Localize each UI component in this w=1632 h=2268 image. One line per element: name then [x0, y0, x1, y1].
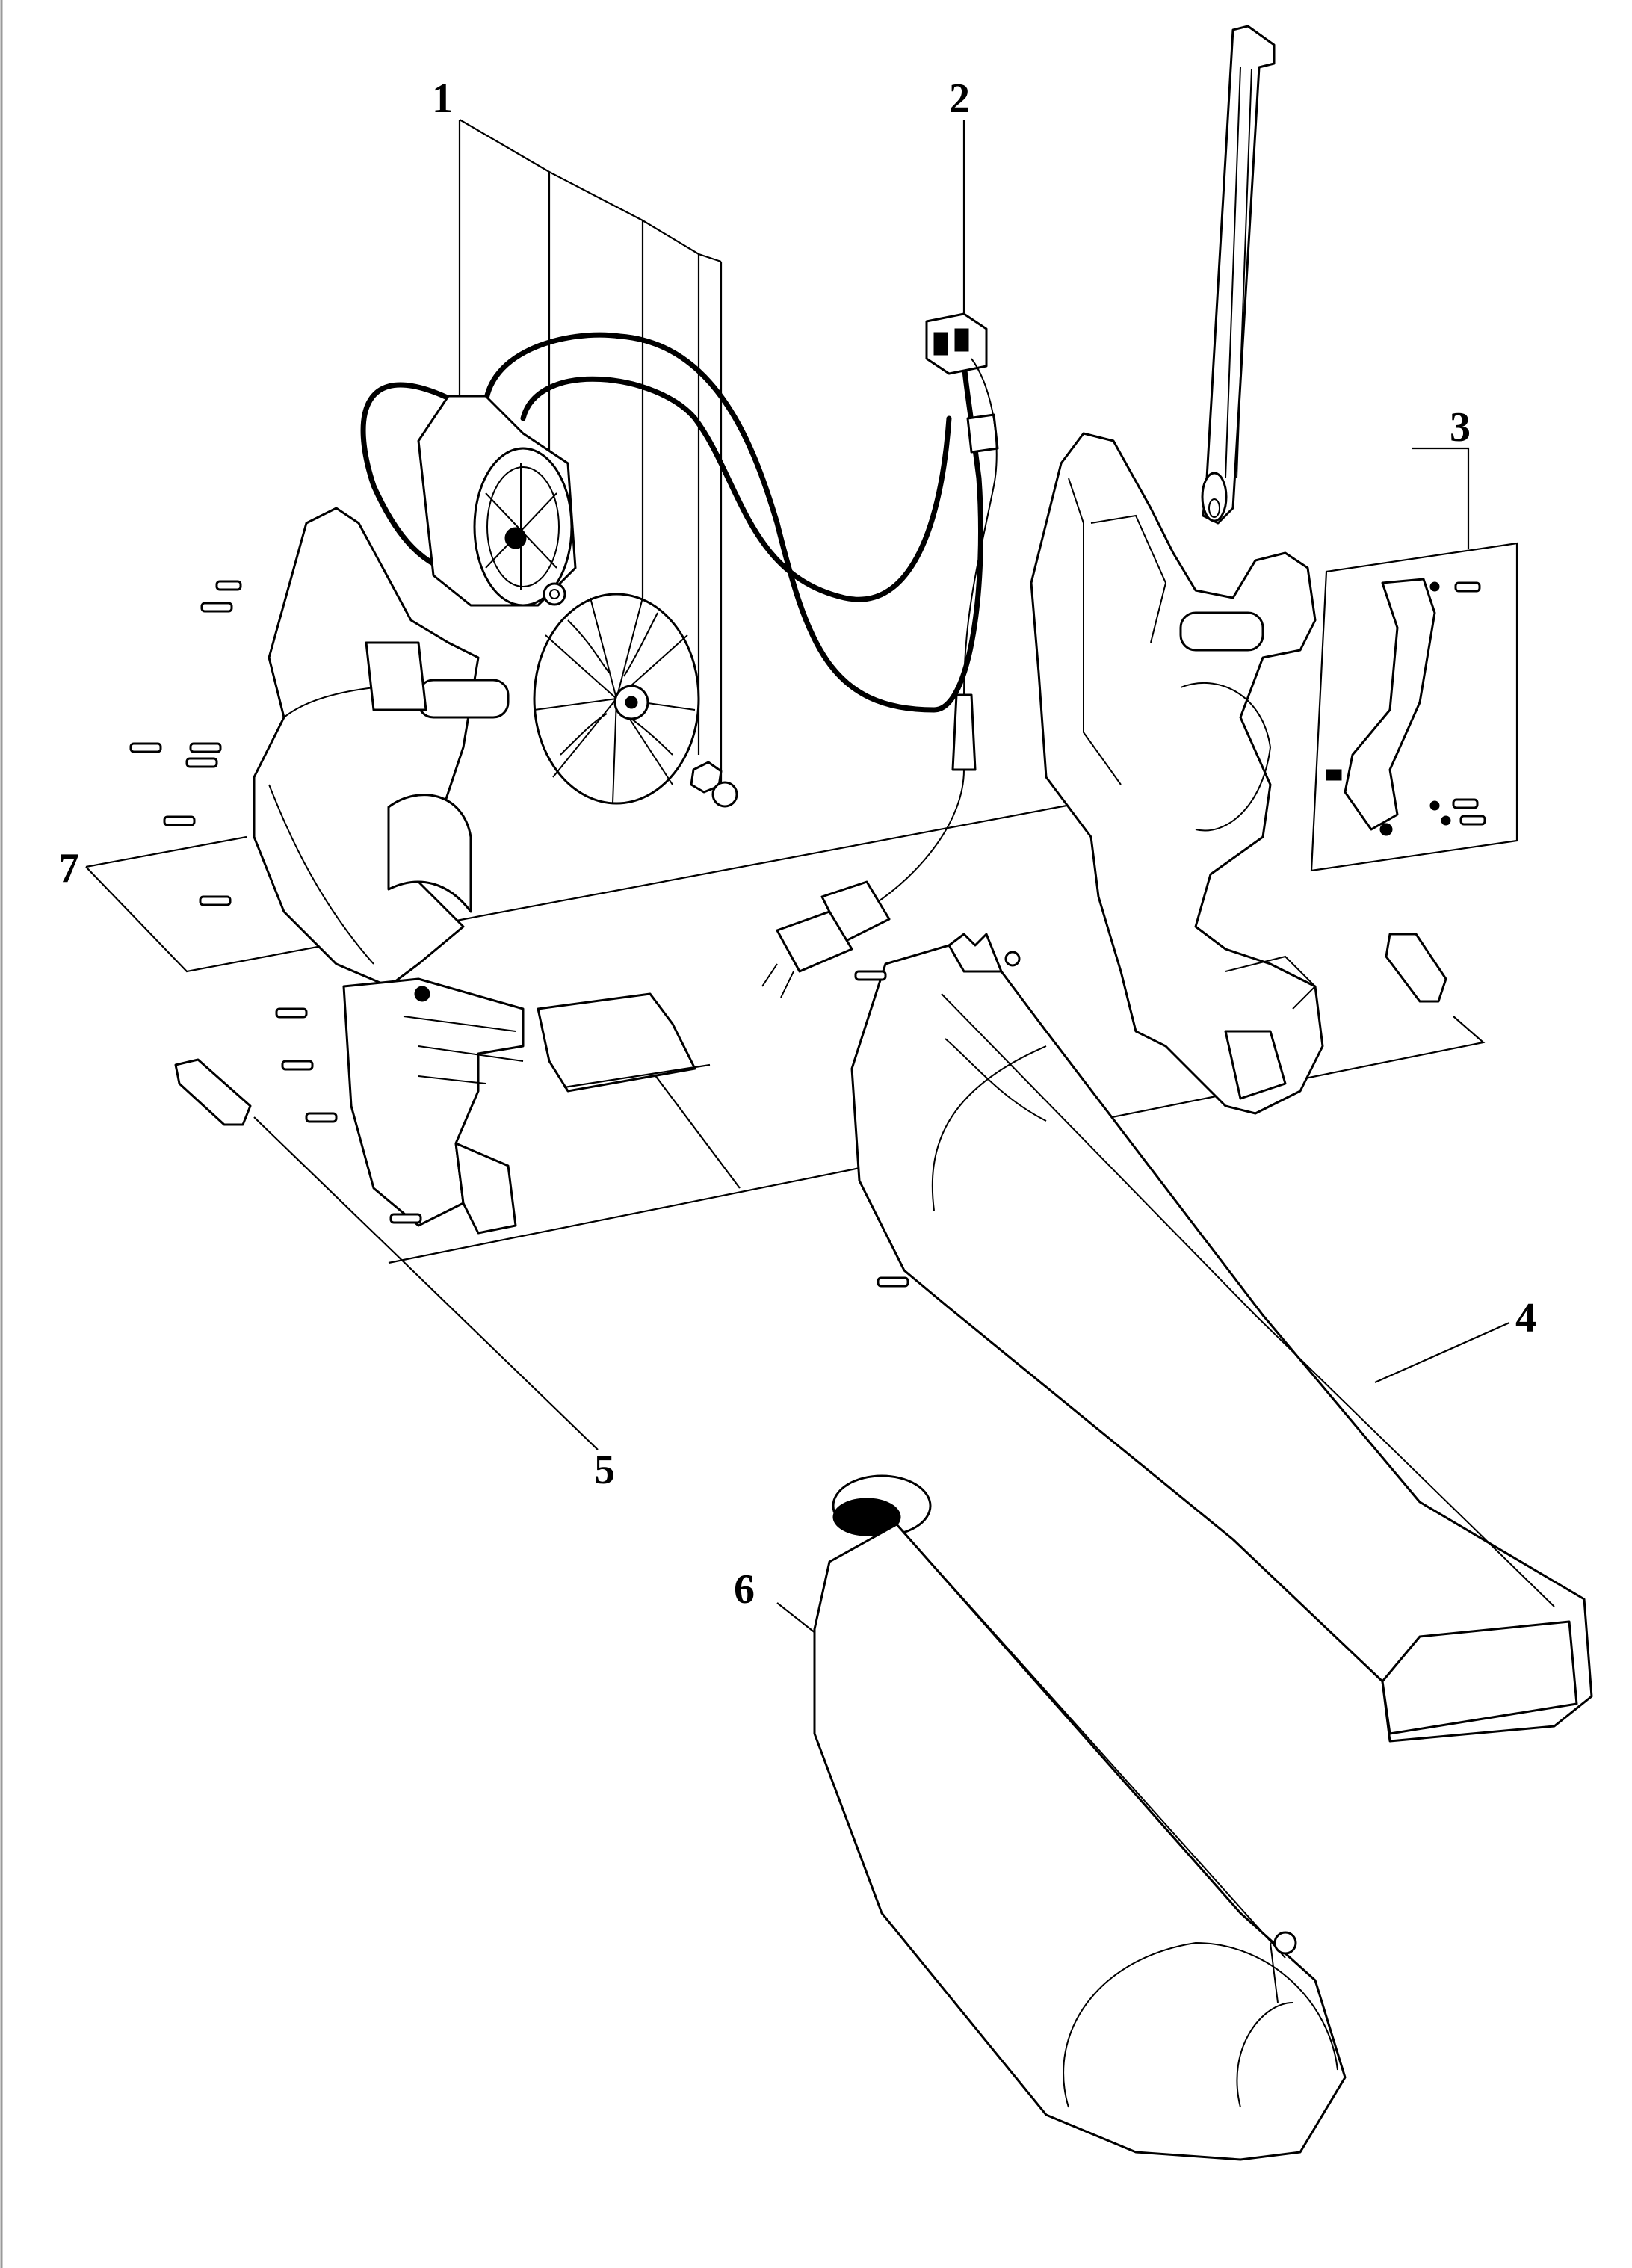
callout-labels: 1 2 3 4 5 6 7 [58, 75, 1536, 1613]
right-housing-part [1030, 432, 1324, 1115]
collection-bag-part [813, 1474, 1347, 2161]
callout-4: 4 [1515, 1295, 1536, 1341]
callout-7: 7 [58, 845, 79, 892]
handle-part [1201, 25, 1276, 525]
cord-plug-part [761, 312, 999, 998]
blower-tube-part [850, 933, 1593, 1743]
callout-1: 1 [432, 75, 453, 122]
callout-3: 3 [1450, 404, 1471, 451]
callout-2: 2 [949, 75, 970, 122]
flap-plate-part [537, 992, 711, 1093]
switch-part [1326, 578, 1436, 836]
leader-lines [85, 119, 1518, 1645]
screws [129, 580, 1486, 1288]
callout-6: 6 [734, 1566, 755, 1613]
motor-part [360, 332, 983, 713]
fan-impeller-part [533, 593, 738, 808]
slider-knob-right [1385, 933, 1447, 1003]
left-housing-part [253, 507, 525, 1235]
slider-knob-left [174, 1058, 252, 1126]
callout-5: 5 [594, 1447, 615, 1493]
